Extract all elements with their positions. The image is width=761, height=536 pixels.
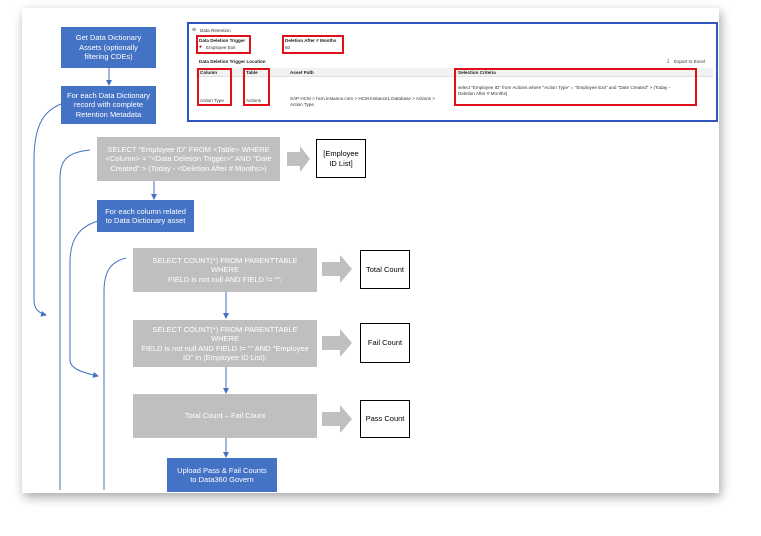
deletion-highlight [282, 35, 344, 54]
header-table[interactable]: Table [246, 70, 258, 75]
select-employee-query: SELECT "Employee ID" FROM <Table> WHERE … [97, 137, 280, 181]
block-arrow-employee [287, 146, 310, 172]
employee-id-list-output: [Employee ID List] [316, 139, 366, 178]
get-assets-step: Get Data Dictionary Assets (optionally f… [61, 27, 156, 68]
location-title: Data Deletion Trigger Location [199, 59, 266, 64]
header-column[interactable]: Column [200, 70, 218, 75]
export-to-excel-link[interactable]: Export to Excel [674, 59, 705, 64]
trigger-label: Data Deletion Trigger [199, 38, 246, 43]
header-asset-path[interactable]: Asset Path [290, 70, 314, 75]
for-each-column-step: For each column related to Data Dictiona… [97, 200, 194, 232]
body-bracket-record [59, 149, 91, 490]
retention-screenshot: ⊖ Data Retention Data Deletion Trigger ●… [187, 22, 718, 122]
header-selection-criteria[interactable]: Selection Criteria [458, 70, 496, 75]
deletion-value: 60 [285, 45, 291, 50]
block-arrow-fail [322, 329, 352, 357]
total-count-output: Total Count [360, 250, 410, 289]
column-highlight [197, 68, 232, 106]
deletion-label: Deletion After # Months [285, 38, 337, 43]
table-highlight [243, 68, 270, 106]
count-total-query: SELECT COUNT(*) FROM PARENTTABLE WHERE F… [133, 248, 317, 292]
upload-counts-step: Upload Pass & Fail Counts to Data360 Gov… [167, 458, 277, 492]
trigger-highlight [196, 35, 251, 54]
cell-table: Actions [246, 98, 262, 103]
cell-column: Action Type [200, 98, 224, 103]
section-title: Data Retention [200, 28, 231, 33]
cell-selection-criteria: select "Employee ID" from Actions where … [458, 85, 671, 96]
criteria-highlight [454, 68, 697, 106]
trigger-value: Employee Exit [206, 45, 236, 50]
export-icon[interactable]: ⤓ [667, 58, 670, 64]
cell-asset-path[interactable]: SAP HCM > hcm.instance.com > HCM.Instanc… [290, 96, 435, 107]
block-arrow-pass [322, 405, 352, 433]
count-fail-query: SELECT COUNT(*) FROM PARENTTABLE WHERE F… [133, 320, 317, 367]
trigger-status-dot-icon: ● [199, 44, 203, 50]
body-bracket-column [103, 257, 127, 490]
pass-count-output: Pass Count [360, 400, 410, 438]
section-collapse-icon[interactable]: ⊖ [192, 27, 197, 33]
loop-bracket-record [33, 103, 62, 317]
loop-bracket-column [69, 220, 99, 378]
compute-pass-step: Total Count – Fail Count [133, 394, 317, 438]
block-arrow-total [322, 255, 352, 283]
fail-count-output: Fail Count [360, 323, 410, 363]
for-each-record-step: For each Data Dictionary record with com… [61, 86, 156, 124]
